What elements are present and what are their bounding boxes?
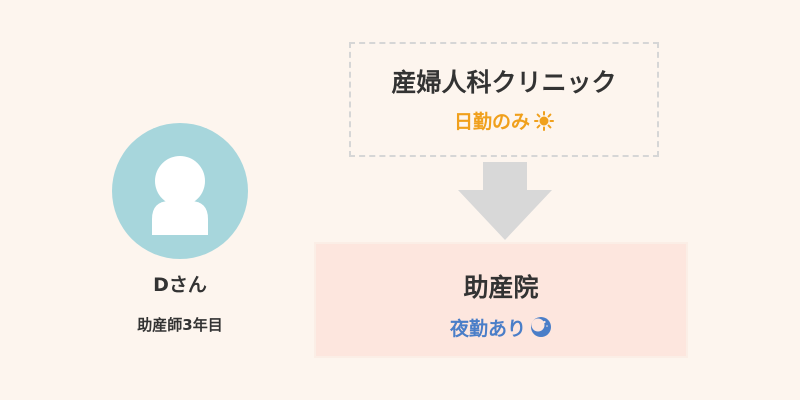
avatar [112, 123, 248, 259]
from-workplace-title: 産婦人科クリニック [391, 68, 617, 97]
to-workplace-shift: 夜勤あり [316, 314, 686, 343]
from-shift-label: 日勤のみ [453, 111, 530, 133]
from-workplace-shift: 日勤のみ [351, 107, 657, 136]
to-workplace-title: 助産院 [463, 273, 539, 302]
from-workplace-box: 産婦人科クリニック 日勤のみ [349, 42, 659, 157]
person-silhouette-icon [152, 156, 208, 235]
to-workplace-box: 助産院 夜勤あり [314, 242, 688, 358]
down-arrow [458, 162, 552, 246]
to-shift-label: 夜勤あり [449, 318, 526, 340]
moon-icon [530, 316, 552, 343]
person-role: 助産師3年目 [137, 316, 223, 334]
sun-icon [534, 111, 554, 136]
person-name: Dさん [153, 274, 207, 296]
